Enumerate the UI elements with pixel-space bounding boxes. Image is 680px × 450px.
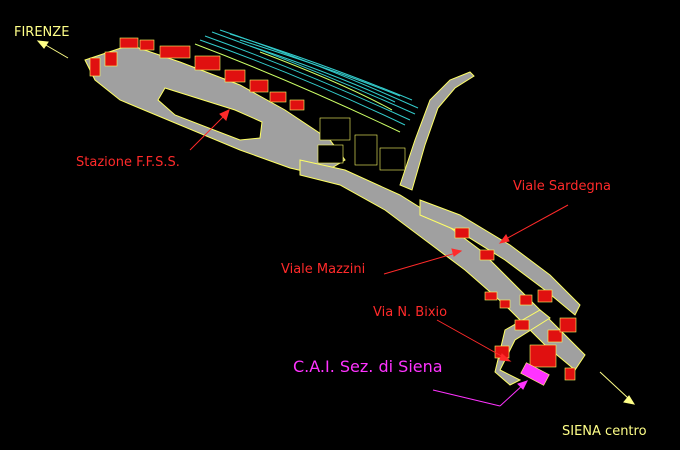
station-island (157, 87, 263, 141)
label-cai: C.A.I. Sez. di Siena (293, 357, 443, 376)
direction-arrows (36, 40, 636, 405)
road-bixio (494, 309, 551, 386)
buildings (89, 37, 577, 381)
label-viale-mazzini: Viale Mazzini (281, 262, 366, 277)
label-viale-sardegna: Viale Sardegna (513, 179, 611, 194)
rail-outlines (194, 43, 401, 133)
label-siena-centro: SIENA centro (562, 424, 647, 439)
leader-lines (189, 109, 569, 362)
road-north-spur (399, 71, 475, 191)
cai-leader (432, 380, 528, 407)
label-firenze: FIRENZE (14, 25, 70, 40)
cai-building (520, 362, 550, 386)
railway-tracks (199, 29, 419, 126)
label-stazione: Stazione F.F.S.S. (76, 155, 180, 170)
label-via-bixio: Via N. Bixio (373, 305, 448, 320)
